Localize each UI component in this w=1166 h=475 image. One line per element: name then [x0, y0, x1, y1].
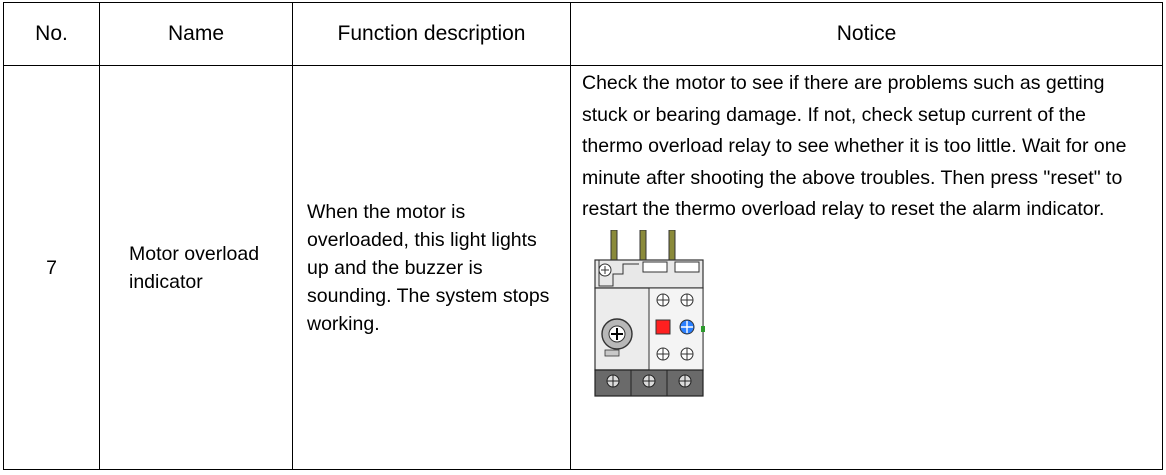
header-notice: Notice — [570, 2, 1163, 66]
notice-cell: Check the motor to see if there are prob… — [570, 65, 1163, 470]
header-no: No. — [3, 2, 100, 66]
header-name: Name — [99, 2, 293, 66]
thermo-overload-relay-icon — [594, 229, 705, 397]
relay-pins — [610, 229, 676, 264]
notice-text: Check the motor to see if there are prob… — [582, 72, 1127, 220]
header-function: Function description — [292, 2, 571, 66]
specification-table: No. Name Function description Notice 7 M… — [3, 2, 1163, 470]
test-button-icon — [679, 319, 695, 334]
function-description: When the motor is overloaded, this light… — [292, 65, 571, 470]
reset-button-icon — [655, 319, 671, 334]
table-row: 7 Motor overload indicator When the moto… — [3, 65, 1163, 470]
row-number: 7 — [3, 65, 100, 470]
item-name: Motor overload indicator — [99, 65, 293, 470]
terminal-screws — [656, 293, 694, 360]
header-row: No. Name Function description Notice — [3, 2, 1163, 66]
